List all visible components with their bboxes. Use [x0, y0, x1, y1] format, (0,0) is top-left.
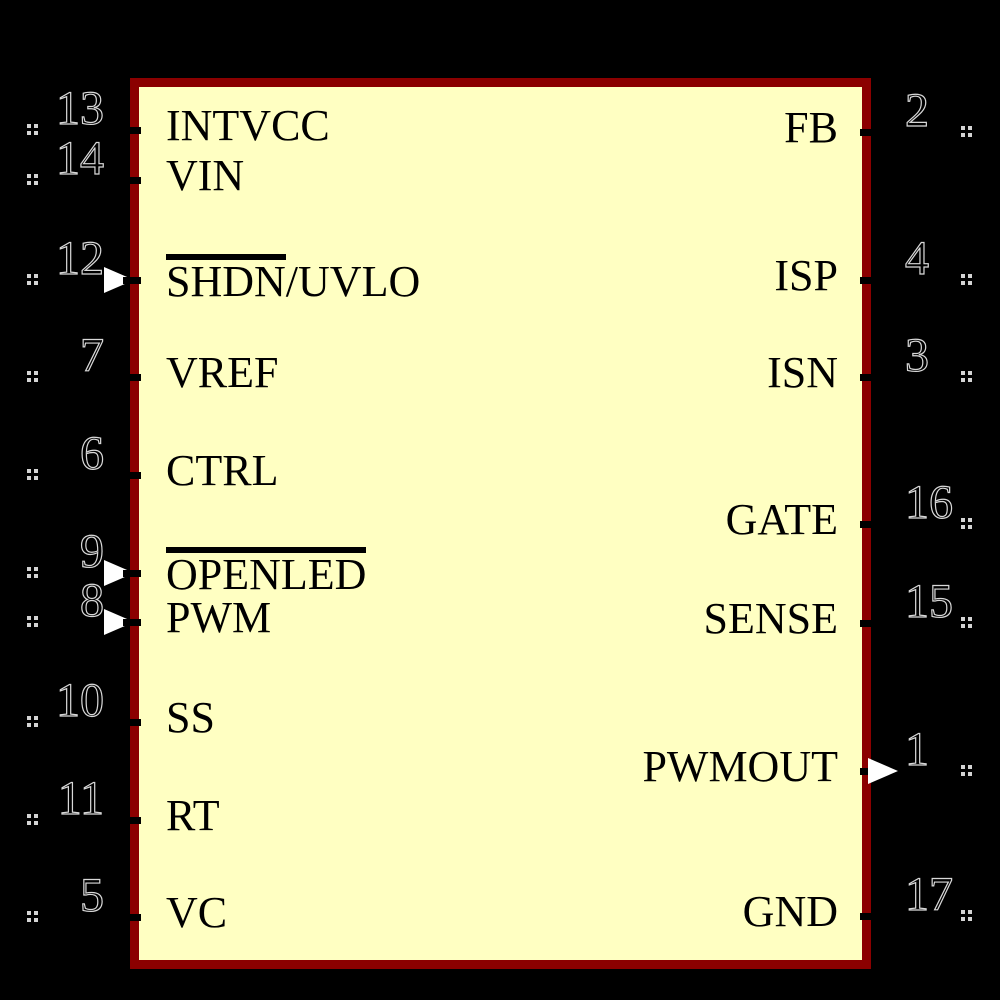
pin-stub [860, 129, 878, 136]
pin-endpoint-icon[interactable] [961, 274, 965, 278]
pin-number: 2 [904, 84, 929, 137]
pin-label-vin: VIN [166, 151, 245, 200]
pin-number: 13 [55, 82, 104, 135]
pin-label-sense: SENSE [703, 594, 838, 643]
pin-number: 1 [904, 723, 929, 776]
pin-number: 14 [55, 132, 104, 185]
pin-stub [860, 913, 878, 920]
pin-number: 3 [904, 329, 929, 382]
pin-endpoint-icon[interactable] [27, 911, 31, 915]
pin-stub [860, 277, 878, 284]
pin-number: 6 [79, 427, 104, 480]
pin-number: 16 [904, 476, 953, 529]
chip-symbol-body[interactable] [130, 78, 871, 969]
pin-stub [123, 570, 141, 577]
pin-label-pwm: PWM [166, 593, 272, 642]
pin-label-ss: SS [166, 693, 215, 742]
pin-number: 12 [55, 232, 104, 285]
pin-label-gnd: GND [742, 887, 838, 936]
pin-number: 10 [55, 674, 104, 727]
pin-number: 15 [904, 575, 953, 628]
pin-number: 17 [904, 868, 953, 921]
pin-number: 4 [904, 232, 929, 285]
pin-endpoint-icon[interactable] [27, 469, 31, 473]
pin-endpoint-icon[interactable] [27, 814, 31, 818]
pin-label-vc: VC [166, 888, 228, 937]
pin-endpoint-icon[interactable] [961, 126, 965, 130]
pin-label-rt: RT [166, 791, 220, 840]
pin-label-intvcc: INTVCC [166, 101, 330, 150]
pin-endpoint-icon[interactable] [961, 910, 965, 914]
pin-number: 5 [79, 869, 104, 922]
pin-label-vref: VREF [166, 348, 279, 397]
pin-number: 11 [57, 772, 104, 825]
pin-stub [123, 914, 141, 921]
pin-stub [123, 719, 141, 726]
pin-label-pwmout: PWMOUT [642, 742, 838, 791]
pin-stub [123, 619, 141, 626]
pin-number: 8 [79, 574, 104, 627]
pin-endpoint-icon[interactable] [27, 174, 31, 178]
pin-endpoint-icon[interactable] [27, 616, 31, 620]
pin-label-isn: ISN [767, 348, 838, 397]
pin-endpoint-icon[interactable] [27, 274, 31, 278]
pin-stub [860, 620, 878, 627]
pin-label-gate: GATE [725, 495, 838, 544]
pin-stub [123, 127, 141, 134]
pin-label-isp: ISP [774, 251, 838, 300]
pin-stub [123, 277, 141, 284]
pin-label-fb: FB [784, 103, 838, 152]
pin-stub [123, 817, 141, 824]
pin-endpoint-icon[interactable] [27, 716, 31, 720]
pin-endpoint-icon[interactable] [961, 765, 965, 769]
pin-stub [123, 374, 141, 381]
pin-stub [123, 177, 141, 184]
pin-stub [123, 472, 141, 479]
pin-label-ctrl: CTRL [166, 446, 279, 495]
pin-stub [860, 374, 878, 381]
pin-stub [860, 521, 878, 528]
output-arrow-icon [868, 758, 898, 784]
pin-number: 9 [79, 525, 104, 578]
pin-endpoint-icon[interactable] [27, 567, 31, 571]
pin-endpoint-icon[interactable] [961, 371, 965, 375]
pin-label-openled: OPENLED [166, 547, 367, 597]
pin-label-shdn-uvlo: SHDN/UVLO [166, 254, 420, 304]
pin-number: 7 [79, 329, 104, 382]
pin-endpoint-icon[interactable] [961, 617, 965, 621]
pin-endpoint-icon[interactable] [27, 371, 31, 375]
pin-endpoint-icon[interactable] [961, 518, 965, 522]
pin-endpoint-icon[interactable] [27, 124, 31, 128]
